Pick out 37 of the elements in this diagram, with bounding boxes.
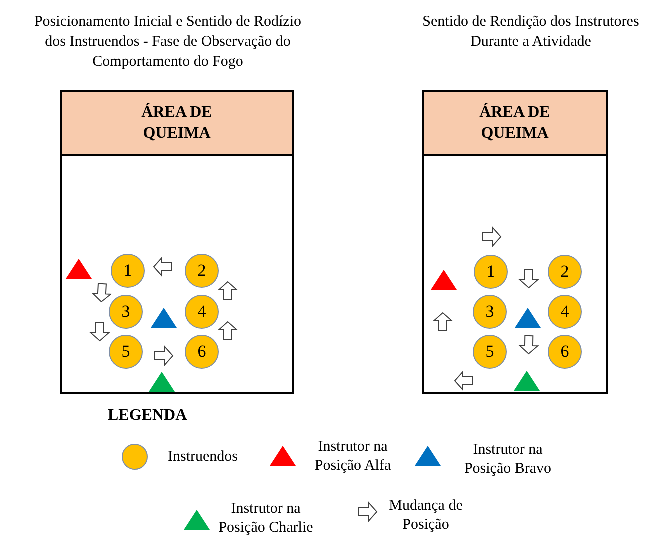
hollow-arrow	[218, 321, 238, 341]
hollow-arrow	[218, 281, 238, 301]
panel-title: Posicionamento Inicial e Sentido de Rodízio dos Instruendos - Fase de Observação do Comportamento do Fogo	[33, 13, 303, 72]
instructor-triangle	[431, 270, 457, 290]
legend-text: Instrutor na Posição Bravo	[463, 441, 553, 479]
student-circle: 5	[473, 335, 507, 369]
area-header: ÁREA DE QUEIMA	[422, 90, 608, 156]
legend-text: Mudança de Posição	[388, 497, 464, 535]
student-circle: 1	[111, 254, 145, 288]
student-circle: 5	[109, 335, 143, 369]
burn-area-field	[422, 154, 608, 394]
student-circle: 1	[474, 255, 508, 289]
hollow-arrow	[92, 283, 112, 303]
hollow-arrow	[90, 322, 110, 342]
hollow-arrow	[153, 257, 173, 277]
hollow-arrow	[519, 335, 539, 355]
instructor-triangle	[149, 372, 175, 392]
instructor-triangle	[515, 308, 541, 328]
student-circle: 4	[548, 295, 582, 329]
instructor-triangle	[514, 371, 540, 391]
legend-text: Instrutor na Posição Charlie	[218, 500, 314, 538]
panel-title: Sentido de Rendição dos Instrutores Durante a Atividade	[422, 13, 640, 52]
legend-heading: LEGENDA	[108, 407, 188, 425]
legend-text: Instrutor na Posição Alfa	[314, 438, 392, 476]
student-circle: 3	[109, 295, 143, 329]
student-circle: 4	[185, 295, 219, 329]
student-circle: 2	[185, 254, 219, 288]
instructor-triangle	[66, 259, 92, 279]
student-circle: 3	[473, 295, 507, 329]
student-circle: 2	[548, 255, 582, 289]
area-header: ÁREA DE QUEIMA	[60, 90, 294, 156]
legend-text: Instruendos	[167, 448, 239, 467]
burn-area-field	[60, 154, 294, 394]
instructor-triangle	[151, 308, 177, 328]
student-circle: 6	[548, 335, 582, 369]
student-circle: 6	[185, 335, 219, 369]
hollow-arrow	[154, 346, 174, 366]
